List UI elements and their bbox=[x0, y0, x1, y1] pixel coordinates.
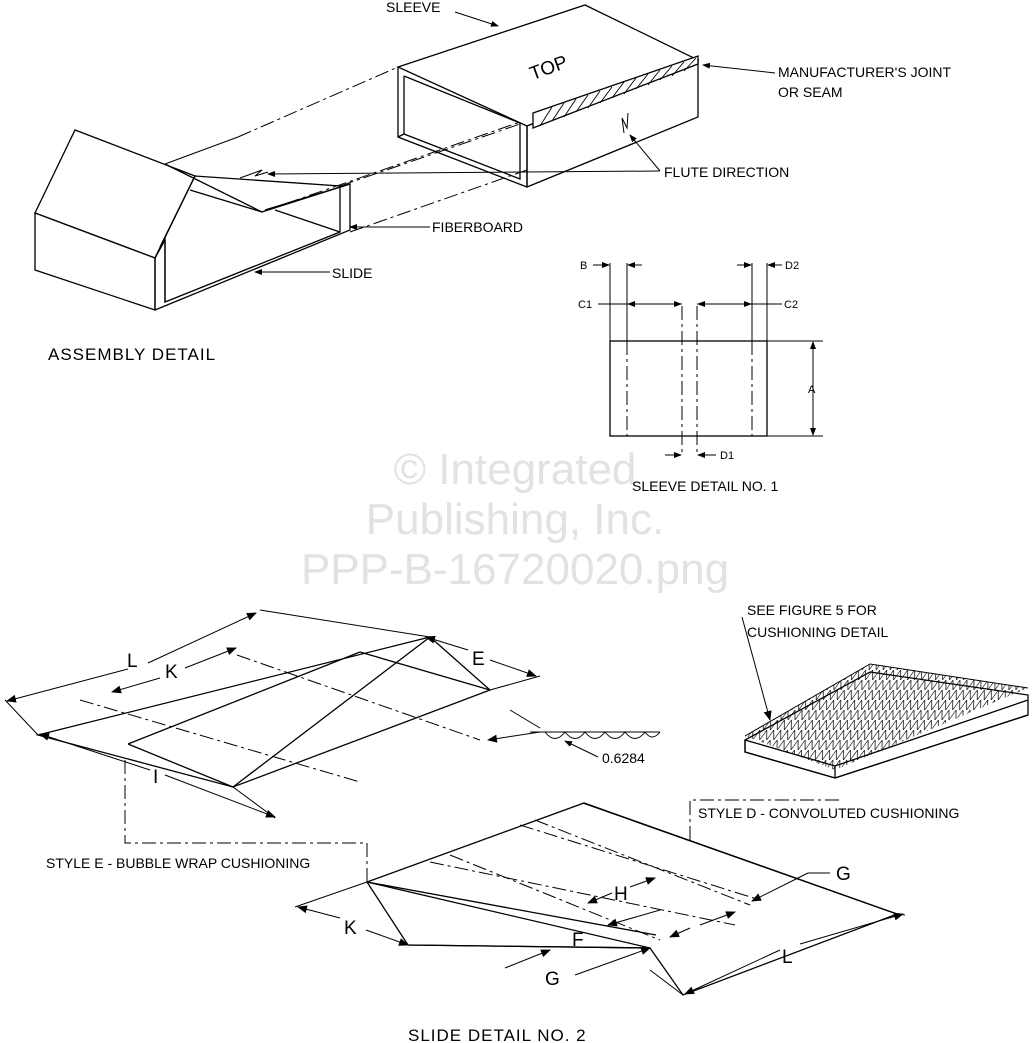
watermark-line-1: © Integrated bbox=[394, 445, 637, 494]
watermark-line-2: Publishing, Inc. bbox=[366, 495, 664, 544]
dim-l-bottom-label: L bbox=[782, 947, 793, 968]
manufacturer-joint-label-1: MANUFACTURER'S JOINT bbox=[778, 64, 951, 80]
dim-k-bottom-label: K bbox=[344, 918, 357, 939]
sleeve-label: SLEEVE bbox=[386, 0, 440, 15]
style-d-label: STYLE D - CONVOLUTED CUSHIONING bbox=[698, 805, 959, 821]
watermark-line-3: PPP-B-16720020.png bbox=[301, 545, 729, 594]
sleeve-detail: B D2 C1 C2 A D1 SLEEVE DETAIL NO. 1 bbox=[578, 260, 823, 494]
dim-f-label: F bbox=[572, 930, 584, 951]
slide-tray bbox=[34, 129, 351, 311]
dim-c1-label: C1 bbox=[578, 299, 592, 311]
manufacturer-joint-label-2: OR SEAM bbox=[778, 84, 843, 100]
bubble-profile: 0.6284 bbox=[487, 709, 661, 766]
dim-d2-label: D2 bbox=[785, 260, 799, 272]
slide-label: SLIDE bbox=[332, 265, 372, 281]
dim-b-label: B bbox=[580, 260, 587, 272]
dim-06284-label: 0.6284 bbox=[602, 750, 645, 766]
see-figure-label-1: SEE FIGURE 5 FOR bbox=[747, 602, 877, 618]
watermark: © Integrated Publishing, Inc. PPP-B-1672… bbox=[301, 445, 729, 594]
dim-g-bottom-label: G bbox=[545, 969, 560, 990]
sleeve-detail-title: SLEEVE DETAIL NO. 1 bbox=[632, 478, 778, 494]
see-figure-label-2: CUSHIONING DETAIL bbox=[747, 624, 889, 640]
dim-i-label: I bbox=[153, 767, 158, 788]
dim-a-label: A bbox=[808, 384, 816, 396]
dim-g-top-label: G bbox=[836, 864, 851, 885]
assembly-detail: TOP SLEEVE MANUFACTURER'S JOINT OR SEAM … bbox=[34, 0, 951, 364]
sleeve-box: TOP bbox=[396, 4, 700, 188]
assembly-detail-title: ASSEMBLY DETAIL bbox=[48, 345, 216, 364]
dim-h-label: H bbox=[614, 884, 628, 905]
convoluted-cushion-pad: SEE FIGURE 5 FOR CUSHIONING DETAIL STYLE… bbox=[689, 602, 1029, 840]
dim-l-top-label: L bbox=[127, 651, 138, 672]
slide-detail-title: SLIDE DETAIL NO. 2 bbox=[408, 1026, 587, 1043]
dim-e-label: E bbox=[472, 649, 485, 670]
flute-direction-label: FLUTE DIRECTION bbox=[664, 164, 789, 180]
style-e-label: STYLE E - BUBBLE WRAP CUSHIONING bbox=[46, 855, 310, 871]
slide-sheet-style-d: K L H F G G bbox=[294, 802, 906, 996]
dim-d1-label: D1 bbox=[720, 450, 734, 462]
dim-k-top-label: K bbox=[165, 662, 178, 683]
fiberboard-label: FIBERBOARD bbox=[432, 219, 523, 235]
dim-c2-label: C2 bbox=[784, 299, 798, 311]
slide-sheet-style-e: L K E I 0.6284 STYLE E - BUBBLE WRAP CUS… bbox=[4, 609, 661, 882]
